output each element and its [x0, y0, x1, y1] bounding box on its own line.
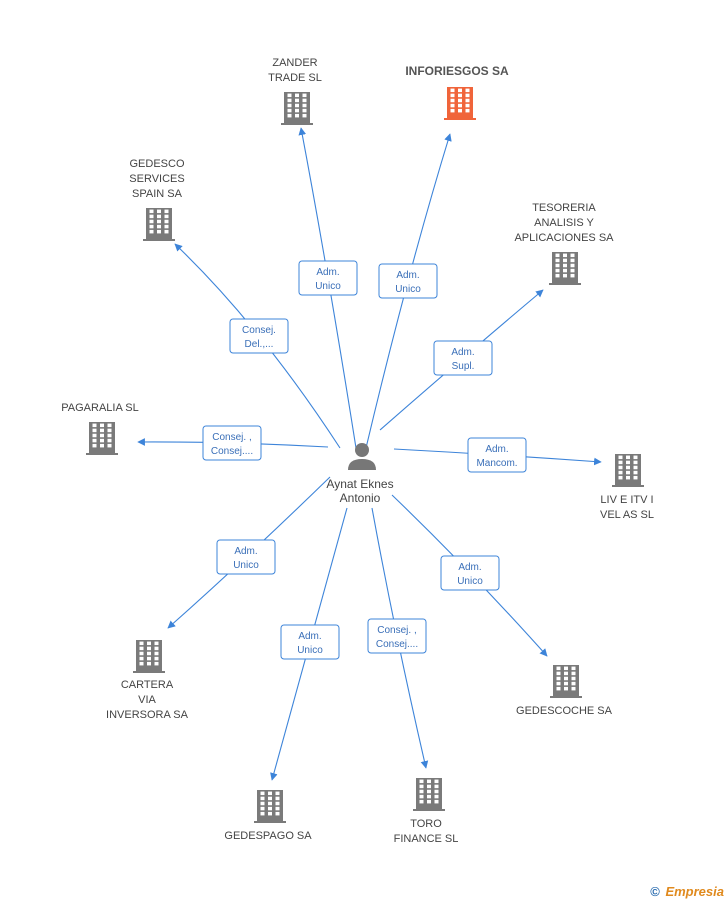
role-text: Adm. — [298, 631, 321, 642]
role-badge-pagaralia[interactable]: Consej. , Consej.... — [202, 425, 262, 461]
role-text: Consej.... — [376, 639, 418, 650]
building-icon — [413, 778, 445, 811]
role-text: Unico — [395, 284, 421, 295]
building-icon — [254, 790, 286, 823]
company-name-line: SPAIN SA — [132, 188, 183, 200]
building-icon — [550, 665, 582, 698]
company-name-line: GEDESCOCHE SA — [516, 705, 613, 717]
role-badge-zander[interactable]: Adm. Unico — [298, 260, 358, 296]
company-name-line: PAGARALIA SL — [61, 402, 138, 414]
company-node-gedescoche[interactable]: GEDESCOCHE SA — [516, 665, 613, 717]
role-text: Consej. , — [377, 625, 416, 636]
company-name-line: INVERSORA SA — [106, 709, 189, 721]
company-node-gedesco[interactable]: GEDESCO SERVICES SPAIN SA — [129, 158, 185, 241]
role-text: Consej.... — [211, 446, 253, 457]
company-name-line: LIV E ITV I — [600, 494, 653, 506]
copyright-icon: © — [650, 884, 660, 899]
center-person-node[interactable]: Aynat Eknes Antonio — [326, 443, 394, 505]
company-node-pagaralia[interactable]: PAGARALIA SL — [61, 402, 139, 455]
company-node-zander[interactable]: ZANDER TRADE SL — [268, 57, 322, 125]
role-text: Adm. — [234, 546, 257, 557]
company-node-tesoreria[interactable]: TESORERIA ANALISIS Y APLICACIONES SA — [514, 202, 614, 285]
person-icon — [348, 443, 376, 470]
role-text: Unico — [315, 281, 341, 292]
role-text: Del.,... — [245, 339, 274, 350]
role-text: Consej. , — [212, 432, 251, 443]
company-node-inforiesgos[interactable]: INFORIESGOS SA — [405, 64, 509, 120]
company-name-line: FINANCE SL — [394, 833, 459, 845]
company-name-line: TORO — [410, 818, 442, 830]
company-name-line: TESORERIA — [532, 202, 596, 214]
company-name-line: GEDESCO — [129, 158, 184, 170]
role-badge-live[interactable]: Adm. Mancom. — [467, 437, 527, 473]
role-badge-gedescoche[interactable]: Adm. Unico — [440, 555, 500, 591]
role-badge-cartera[interactable]: Adm. Unico — [216, 539, 276, 575]
company-name-line: CARTERA — [121, 679, 174, 691]
role-text: Consej. — [242, 325, 276, 336]
building-icon — [143, 208, 175, 241]
company-name-line: APLICACIONES SA — [514, 232, 614, 244]
footer-brand: © Empresia — [650, 884, 724, 899]
company-name-line: ANALISIS Y — [534, 217, 594, 229]
company-node-toro[interactable]: TORO FINANCE SL — [394, 778, 459, 845]
building-icon — [612, 454, 644, 487]
company-node-cartera[interactable]: CARTERA VIA INVERSORA SA — [106, 640, 189, 721]
role-text: Supl. — [452, 361, 475, 372]
person-name-line-2: Antonio — [340, 491, 381, 505]
company-name-line: SERVICES — [129, 173, 184, 185]
company-name-line: TRADE SL — [268, 72, 322, 84]
building-icon — [281, 92, 313, 125]
role-text: Adm. — [396, 270, 419, 281]
role-text: Mancom. — [476, 458, 517, 469]
building-icon — [86, 422, 118, 455]
role-text: Unico — [233, 560, 259, 571]
role-text: Unico — [457, 576, 483, 587]
company-name-line: ZANDER — [272, 57, 317, 69]
company-name-line: INFORIESGOS SA — [405, 64, 509, 78]
company-name-line: VIA — [138, 694, 156, 706]
role-text: Adm. — [316, 267, 339, 278]
role-badge-tesoreria[interactable]: Adm. Supl. — [433, 340, 493, 376]
building-icon — [549, 252, 581, 285]
brand-name[interactable]: Empresia — [665, 884, 724, 899]
role-text: Adm. — [485, 444, 508, 455]
role-badge-toro[interactable]: Consej. , Consej.... — [367, 618, 427, 654]
building-icon — [444, 87, 476, 120]
person-name-line-1: Aynat Eknes — [326, 477, 393, 491]
role-text: Unico — [297, 645, 323, 656]
role-badge-gedespago[interactable]: Adm. Unico — [280, 624, 340, 660]
company-node-live[interactable]: LIV E ITV I VEL AS SL — [600, 454, 654, 521]
company-name-line: GEDESPAGO SA — [224, 830, 312, 842]
building-icon — [133, 640, 165, 673]
role-badge-inforiesgos[interactable]: Adm. Unico — [378, 263, 438, 299]
role-badge-gedesco[interactable]: Consej. Del.,... — [229, 318, 289, 354]
role-text: Adm. — [451, 347, 474, 358]
role-text: Adm. — [458, 562, 481, 573]
company-node-gedespago[interactable]: GEDESPAGO SA — [224, 790, 312, 842]
company-name-line: VEL AS SL — [600, 509, 654, 521]
